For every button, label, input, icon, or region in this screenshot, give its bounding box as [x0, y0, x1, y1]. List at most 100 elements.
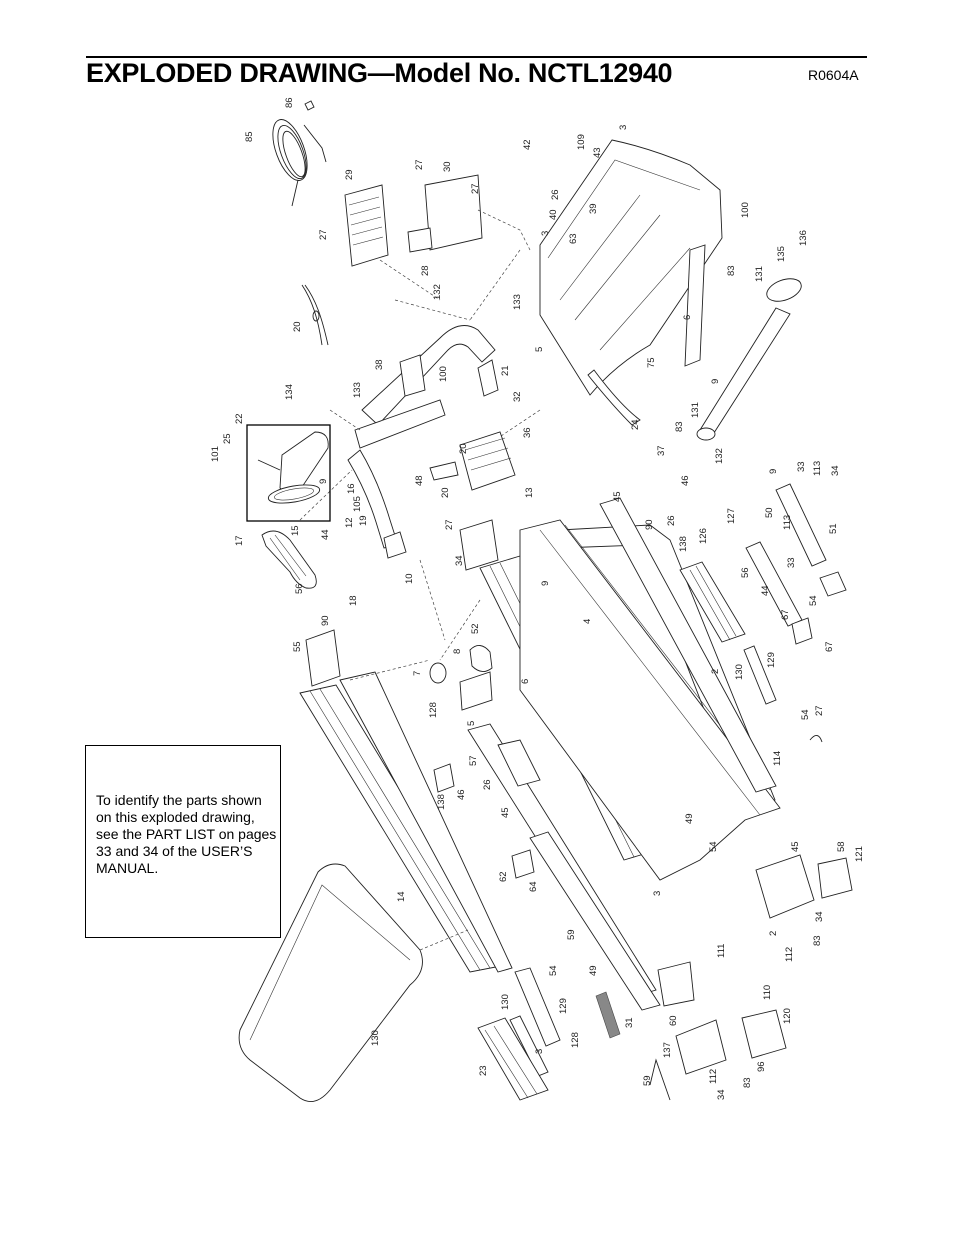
- callout-label: 26: [482, 779, 493, 790]
- motor-assembly: [246, 424, 331, 522]
- callout-label: 130: [370, 1030, 381, 1046]
- callout-label: 111: [716, 944, 727, 958]
- callout-label: 129: [766, 652, 777, 668]
- callout-label: 25: [222, 433, 233, 444]
- callout-label: 54: [708, 841, 719, 852]
- callout-label: 27: [444, 519, 455, 530]
- callout-label: 13: [524, 487, 535, 498]
- callout-label: 9: [318, 479, 329, 484]
- callout-label: 26: [666, 515, 677, 526]
- callout-label: 100: [438, 366, 449, 382]
- callout-label: 34: [814, 911, 825, 922]
- callout-label: 21: [500, 365, 511, 376]
- callout-label: 56: [294, 583, 305, 594]
- callout-label: 3: [618, 125, 629, 130]
- callout-label: 45: [612, 491, 623, 502]
- callout-label: 15: [290, 525, 301, 536]
- callout-label: 64: [528, 881, 539, 892]
- callout-label: 34: [454, 555, 465, 566]
- callout-label: 34: [716, 1089, 727, 1100]
- callout-label: 3: [540, 231, 551, 236]
- callout-label: 24: [630, 419, 641, 430]
- callout-label: 134: [284, 384, 295, 400]
- callout-label: 23: [478, 1065, 489, 1076]
- wire-harness: [301, 284, 329, 346]
- callout-label: 8: [452, 649, 463, 654]
- callout-label: 22: [234, 413, 245, 424]
- callout-label: 46: [456, 789, 467, 800]
- callout-label: 83: [674, 421, 685, 432]
- callout-label: 83: [812, 935, 823, 946]
- note-text: To identify the parts shown on this expl…: [96, 792, 277, 876]
- callout-label: 20: [440, 487, 451, 498]
- callout-label: 85: [244, 131, 255, 142]
- callout-label: 49: [684, 813, 695, 824]
- callout-label: 131: [690, 402, 701, 418]
- callout-label: 131: [754, 266, 765, 282]
- callout-label: 54: [548, 965, 559, 976]
- callout-label: 2: [768, 931, 779, 936]
- callout-label: 45: [500, 807, 511, 818]
- callout-label: 36: [522, 427, 533, 438]
- callout-label: 57: [468, 755, 479, 766]
- callout-label: 26: [550, 189, 561, 200]
- callout-label: 9: [540, 581, 551, 586]
- callout-label: 130: [734, 664, 745, 680]
- callout-label: 130: [500, 994, 511, 1010]
- callout-labels: 85 86 29 27 30 27 27 28 42 109 43 3 26 4…: [210, 97, 865, 1100]
- callout-label: 33: [796, 461, 807, 472]
- callout-label: 27: [318, 229, 329, 240]
- callout-label: 2: [710, 669, 721, 674]
- callout-label: 9: [710, 379, 721, 384]
- callout-label: 6: [682, 315, 693, 320]
- callout-label: 109: [576, 134, 587, 150]
- callout-label: 113: [812, 461, 823, 476]
- callout-label: 31: [624, 1017, 635, 1028]
- callout-label: 6: [520, 679, 531, 684]
- callout-label: 54: [808, 595, 819, 606]
- callout-label: 67: [824, 641, 835, 652]
- callout-label: 54: [800, 709, 811, 720]
- callout-label: 43: [592, 147, 603, 158]
- callout-label: 86: [284, 97, 295, 108]
- callout-label: 46: [680, 475, 691, 486]
- callout-label: 44: [320, 529, 331, 540]
- callout-label: 90: [320, 615, 331, 626]
- callout-label: 113: [782, 515, 793, 530]
- callout-label: 100: [740, 202, 751, 218]
- callout-label: 133: [352, 382, 363, 398]
- power-cord: [272, 100, 327, 207]
- callout-label: 62: [498, 871, 509, 882]
- upright-frame: [299, 299, 499, 641]
- callout-label: 110: [762, 985, 773, 1000]
- callout-label: 120: [782, 1008, 793, 1024]
- callout-label: 17: [234, 535, 245, 546]
- callout-label: 5: [466, 721, 477, 726]
- header-rule: [86, 56, 867, 58]
- callout-label: 50: [764, 507, 775, 518]
- callout-label: 137: [662, 1042, 673, 1058]
- callout-label: 56: [740, 567, 751, 578]
- callout-label: 28: [420, 265, 431, 276]
- drawing-code: R0604A: [808, 67, 859, 83]
- callout-label: 30: [442, 161, 453, 172]
- callout-label: 135: [776, 246, 787, 262]
- callout-label: 29: [344, 169, 355, 180]
- rear-guards: [477, 967, 561, 1101]
- callout-label: 63: [568, 233, 579, 244]
- callout-label: 132: [432, 284, 443, 300]
- callout-label: 96: [756, 1061, 767, 1072]
- callout-label: 44: [760, 585, 771, 596]
- incline-motor: [429, 431, 516, 491]
- brackets: [305, 519, 823, 1101]
- front-roller: [429, 645, 493, 711]
- callout-label: 52: [470, 623, 481, 634]
- callout-label: 42: [522, 139, 533, 150]
- callout-label: 83: [742, 1077, 753, 1088]
- walking-belt: [519, 497, 781, 881]
- accessory-rails: [679, 483, 847, 705]
- note-box: To identify the parts shown on this expl…: [85, 745, 281, 938]
- callout-label: 45: [790, 841, 801, 852]
- callout-label: 10: [404, 573, 415, 584]
- page-title: EXPLODED DRAWING—Model No. NCTL12940: [86, 58, 673, 88]
